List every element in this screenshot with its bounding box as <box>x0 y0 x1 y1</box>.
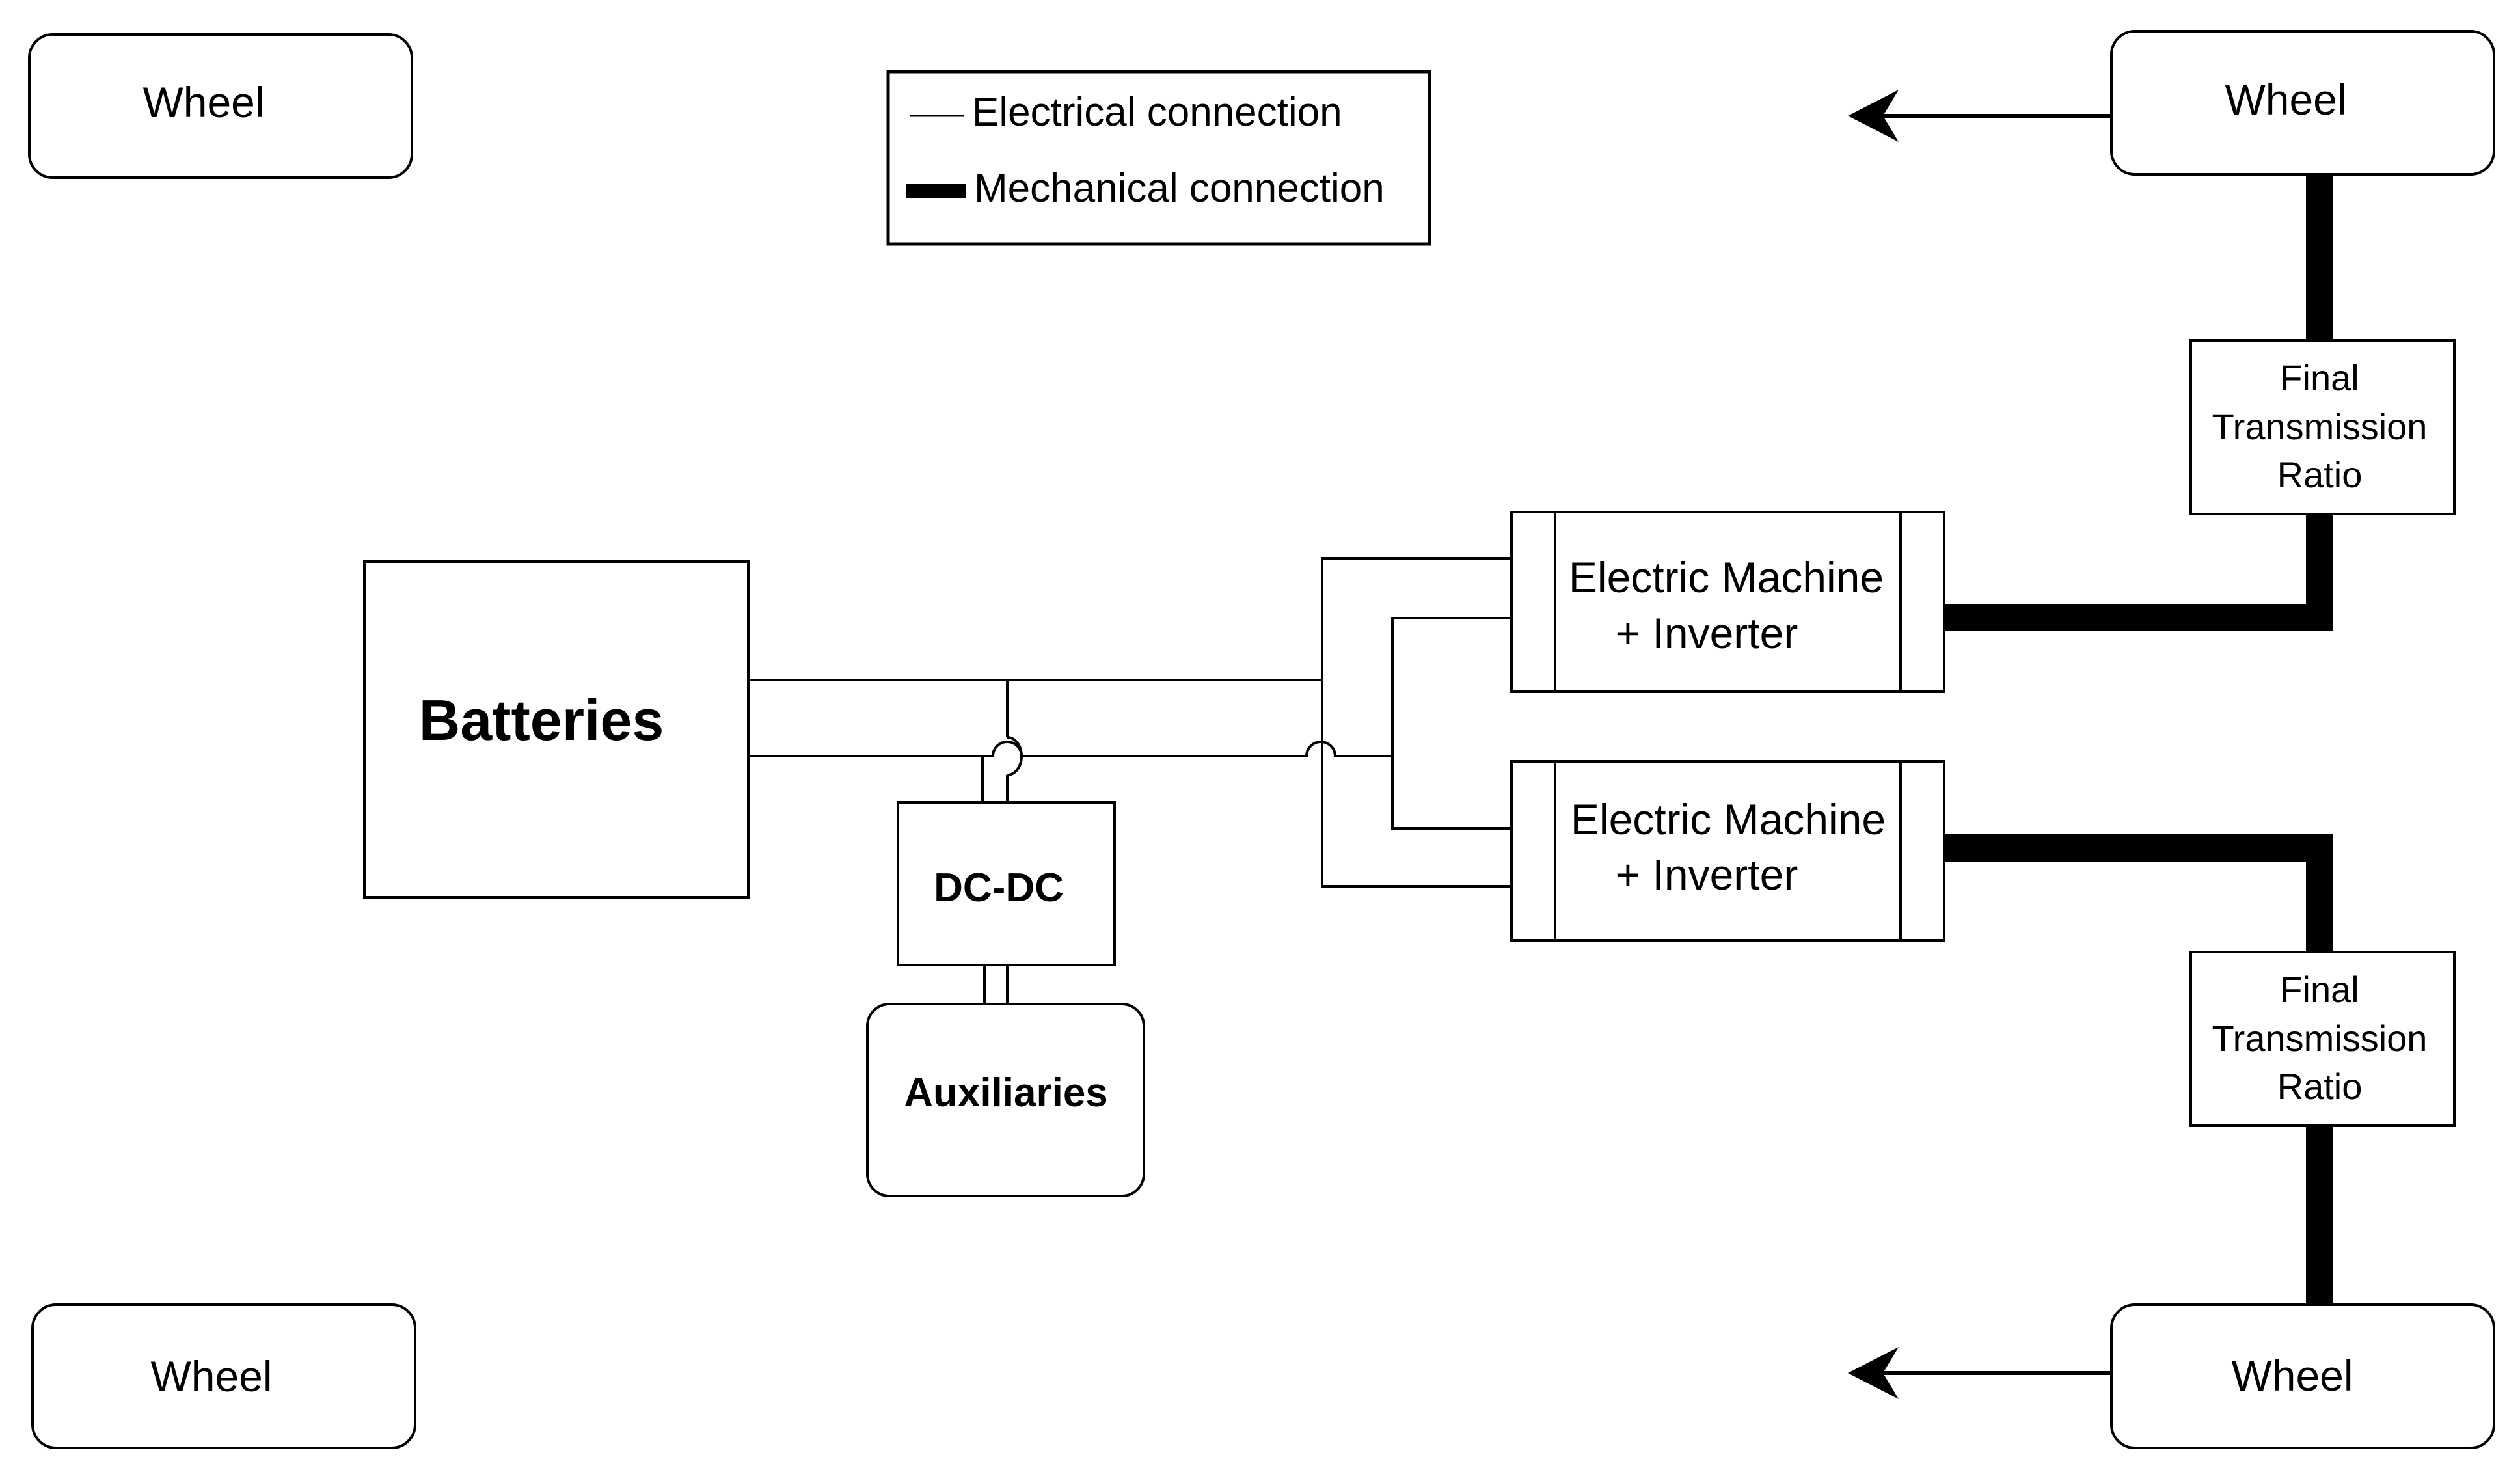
electric-machine-top: Electric Machine + Inverter <box>1510 511 1945 693</box>
wheel-label: Wheel <box>150 1352 272 1400</box>
dcdc-label: DC-DC <box>934 865 1064 910</box>
wheel-box <box>28 33 413 179</box>
mechanical-connections <box>1945 174 2333 1305</box>
batteries-block: Batteries <box>363 560 750 899</box>
machine-label-line1: Electric Machine <box>1571 795 1886 843</box>
ftr-label-line3: Ratio <box>2277 1066 2363 1107</box>
mech-ftr-top-to-machine-top <box>1945 514 2333 631</box>
wheel-front-left: Wheel <box>28 33 413 179</box>
auxiliaries-block: Auxiliaries <box>866 1003 1145 1197</box>
wheel-rear-right: Wheel <box>2110 1303 2495 1449</box>
ftr-label-line1: Final <box>2280 357 2359 398</box>
arrow-head-icon <box>1848 1347 1899 1399</box>
ftr-label-line3: Ratio <box>2277 454 2363 495</box>
dcdc-block: DC-DC <box>897 801 1116 966</box>
arrow-head-icon <box>1848 90 1899 142</box>
mech-machine-bottom-to-ftr-bottom <box>1945 834 2333 952</box>
machine-label-line1: Electric Machine <box>1569 553 1884 601</box>
electric-machine-bottom: Electric Machine + Inverter <box>1510 760 1945 942</box>
elec-dcdc-lead-a-bridge <box>1007 736 1023 776</box>
wheel-box <box>2110 30 2495 176</box>
machine-label-line2: + Inverter <box>1616 851 1798 899</box>
wheel-box <box>2110 1303 2495 1449</box>
ftr-label-line2: Transmission <box>2212 406 2428 447</box>
electrical-connections <box>748 557 1510 1004</box>
dcdc-box <box>897 801 1116 966</box>
auxiliaries-label: Auxiliaries <box>904 1070 1108 1115</box>
ftr-box <box>2189 339 2456 515</box>
machine-box <box>1510 511 1945 693</box>
wheel-box <box>31 1303 416 1449</box>
elec-inner-loop <box>1391 617 1510 830</box>
ftr-box <box>2189 951 2456 1127</box>
wheel-label: Wheel <box>2225 75 2346 124</box>
machine-box <box>1510 760 1945 942</box>
auxiliaries-box <box>866 1003 1145 1197</box>
legend-box <box>886 70 1431 246</box>
wheel-label: Wheel <box>2231 1352 2353 1400</box>
legend: Electrical connection Mechanical connect… <box>886 70 1431 246</box>
ftr-label-line1: Final <box>2280 969 2359 1010</box>
final-transmission-ratio-top: Final Transmission Ratio <box>2189 339 2456 515</box>
final-transmission-ratio-bottom: Final Transmission Ratio <box>2189 951 2456 1127</box>
wheel-label: Wheel <box>142 78 264 126</box>
ftr-label-line2: Transmission <box>2212 1018 2428 1059</box>
arrow-front <box>1848 90 2111 142</box>
elec-outer-loop <box>1321 557 1510 888</box>
legend-electrical-label: Electrical connection <box>972 90 1342 135</box>
machine-label-line2: + Inverter <box>1616 609 1798 657</box>
wheel-front-right: Wheel <box>2110 30 2495 176</box>
elec-bus-bottom <box>748 741 1392 757</box>
legend-mechanical-label: Mechanical connection <box>974 166 1385 211</box>
arrow-rear <box>1848 1347 2111 1399</box>
wheel-rear-left: Wheel <box>31 1303 416 1449</box>
batteries-box <box>363 560 750 899</box>
batteries-label: Batteries <box>419 688 664 752</box>
